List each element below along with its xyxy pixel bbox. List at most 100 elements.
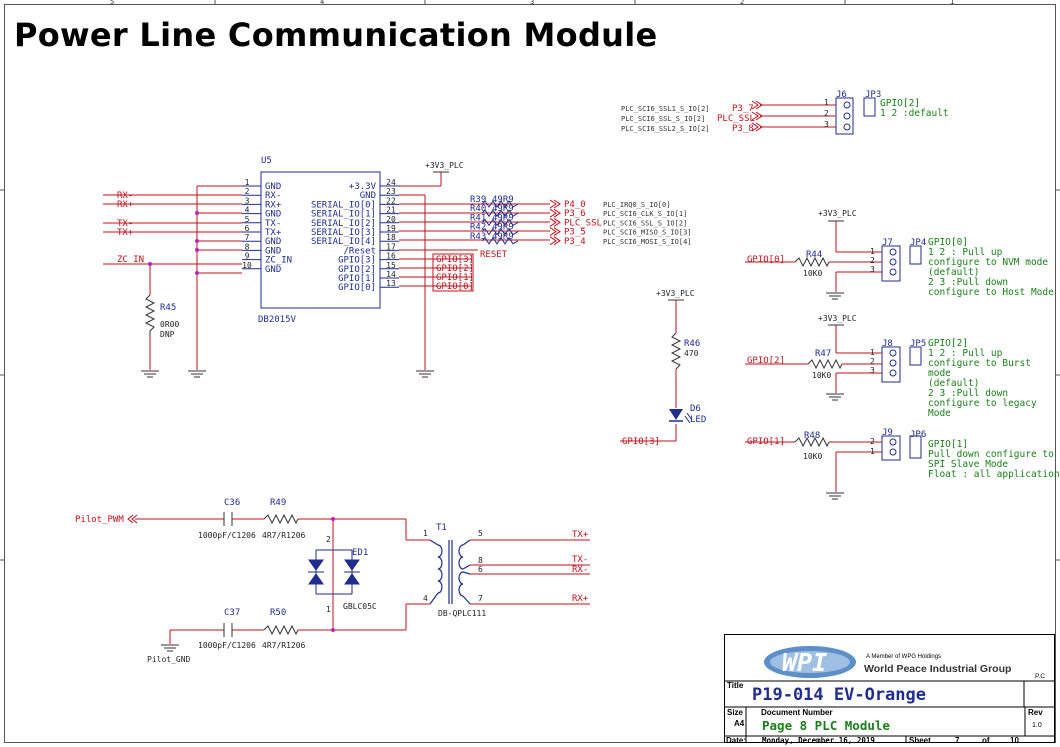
ed1-pin: 1 [326, 605, 331, 614]
r44-ref: R44 [806, 250, 822, 260]
led-circuit [620, 299, 693, 442]
r48-ref: R48 [804, 431, 820, 441]
series-resistor-net: P3_4 [564, 237, 586, 247]
col-mark: 4 [320, 0, 324, 6]
u5-pin-name: ZC_IN [265, 256, 292, 266]
series-resistor-signal: PLC_SCI6_MOSI_S_IO[4] [603, 238, 692, 246]
out-net: RX- [572, 565, 588, 575]
j6-note: 1 2 :default [880, 108, 949, 119]
u5-pin-name: SERIAL_IO[1] [311, 210, 376, 220]
j9-pin: 1 [870, 447, 875, 456]
u5-pin-number: 5 [245, 215, 250, 224]
out-net: RX+ [572, 594, 589, 604]
j9-note: SPI Slave Mode [928, 459, 1008, 470]
gpio-net: GPIO[2] [436, 264, 474, 274]
r44-value: 10K0 [803, 269, 822, 278]
j7-pin: 3 [870, 265, 875, 274]
series-resistor-net: P4_0 [564, 200, 586, 210]
j9-ref: J9 [882, 428, 893, 438]
u5-pin-number: 4 [245, 206, 250, 215]
u5-pin-name: TX+ [265, 228, 282, 238]
c36-ref: C36 [224, 498, 240, 508]
gpio-net: GPIO[1] [436, 273, 474, 283]
r45-ref: R45 [160, 303, 176, 313]
t1-pin: 1 [423, 529, 428, 538]
j9-pin: 2 [870, 437, 875, 446]
r45-note: DNP [160, 330, 175, 339]
title-block [724, 634, 1055, 743]
t1-pin: 6 [478, 565, 483, 574]
u5-left-nets [103, 194, 242, 265]
r49-value: 4R7/R1206 [262, 531, 306, 540]
j8-note: configure to legacy [928, 398, 1037, 409]
page-title: Power Line Communication Module [14, 16, 658, 54]
u5-pin-number: 10 [242, 261, 252, 270]
u5-pin-name: GPIO[0] [338, 283, 376, 293]
u5-pin-number: 18 [386, 233, 396, 242]
pilot-gnd-net: Pilot_GND [147, 655, 191, 664]
r45-value: 0R00 [160, 320, 179, 329]
series-resistor-value: 49R9 [492, 195, 514, 205]
j8-power: +3V3_PLC [818, 314, 857, 323]
d6-label: LED [690, 415, 706, 425]
tb-title-label: Title [727, 681, 744, 690]
tb-rev-label: Rev [1028, 708, 1043, 717]
j7-net: GPIO[0] [747, 255, 785, 265]
u5-pin-name: SERIAL_IO[2] [311, 219, 376, 229]
series-resistor-ref: R42 [470, 223, 486, 233]
u5-pin-name: GPIO[2] [338, 265, 376, 275]
tb-sheet-label: Sheet [909, 736, 931, 745]
series-resistor-value: 49R9 [492, 223, 514, 233]
c37-ref: C37 [224, 608, 240, 618]
j7-note: configure to NVM mode [928, 257, 1048, 268]
series-resistor-value: 49R9 [492, 232, 514, 242]
col-mark: 2 [740, 0, 744, 6]
tb-size: A4 [734, 719, 745, 728]
j6-net: PLC_SSL [717, 114, 755, 124]
series-resistor-ref: R39 [470, 195, 486, 205]
ed1-pin: 2 [326, 535, 331, 544]
tb-pc: P.C [1035, 673, 1045, 680]
j8-net: GPIO[2] [747, 356, 785, 366]
j7-note: (default) [928, 267, 979, 278]
j6-connector [751, 97, 876, 135]
series-resistor-signal: PLC_SCI6_CLK_S_IO[1] [603, 210, 687, 218]
series-resistor-ref: R41 [470, 213, 486, 223]
j9-note: Pull down configure to [928, 449, 1054, 460]
net-zc-in: ZC_IN [117, 255, 144, 265]
j8-note: 2 3 :Pull down [928, 388, 1008, 399]
j8-pin: 3 [870, 366, 875, 375]
t1-pin: 7 [478, 594, 483, 603]
ground-symbols [141, 292, 844, 652]
j8-note: (default) [928, 378, 979, 389]
wpi-logo: WPI [764, 646, 856, 678]
u5-pin-number: 1 [245, 178, 250, 187]
tb-sheet: 7 [955, 736, 960, 745]
j6-ref: J6 [836, 90, 847, 100]
net-rx-plus: RX+ [117, 200, 134, 210]
jp6-ref: JP6 [910, 430, 926, 440]
t1-pin: 4 [423, 594, 428, 603]
net-tx-minus: TX- [117, 219, 133, 229]
tb-size-label: Size [727, 708, 744, 717]
j9-net: GPIO[1] [747, 437, 785, 447]
u5-pin-name: GPIO[1] [338, 274, 376, 284]
u5-pin-name: RX- [265, 191, 281, 201]
j6-pin: 3 [824, 120, 829, 129]
gpio-net: GPIO[0] [436, 282, 474, 292]
u5-pin-name: GND [265, 182, 281, 192]
jp3-ref: JP3 [865, 90, 881, 100]
j7-pin: 2 [870, 256, 875, 265]
u5-pin-number: 24 [386, 178, 396, 187]
j8-pin: 1 [870, 348, 875, 357]
t1-pin: 5 [478, 529, 483, 538]
u5-pin-number: 13 [386, 279, 396, 288]
led-power: +3V3_PLC [656, 289, 695, 298]
series-resistor-value: 49R9 [492, 204, 514, 214]
r49-ref: R49 [270, 498, 286, 508]
u5-pin-name: /Reset [343, 246, 376, 256]
j8-note: Mode [928, 408, 951, 419]
